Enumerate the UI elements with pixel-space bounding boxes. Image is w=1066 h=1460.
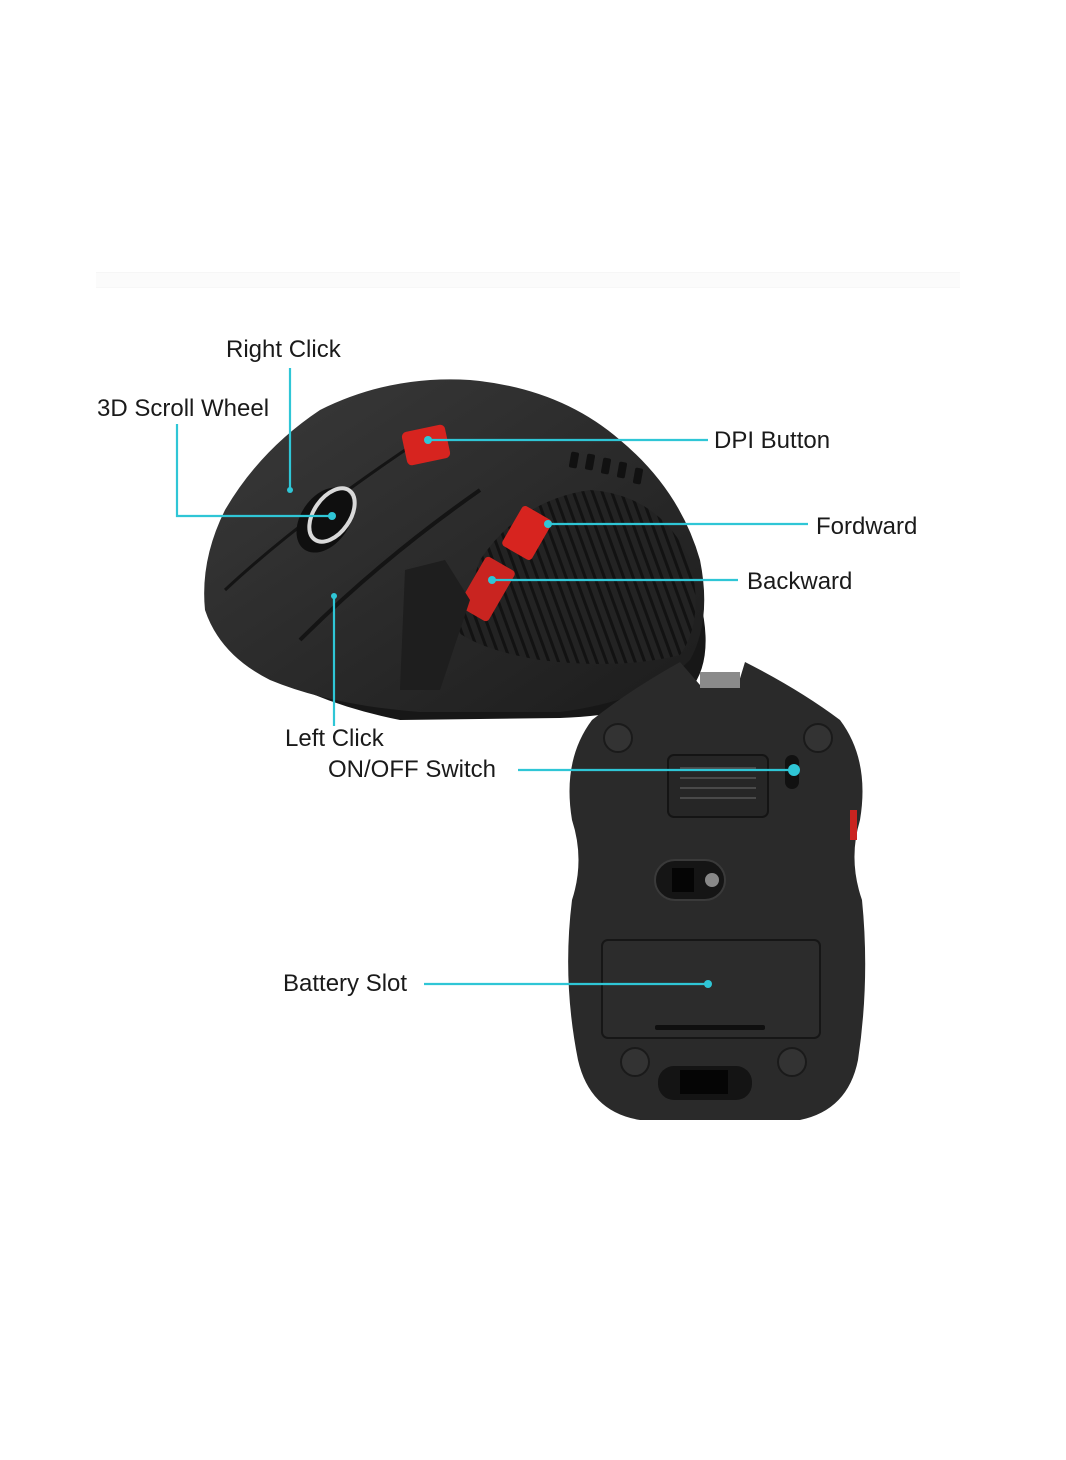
- callout-dots: [287, 436, 800, 988]
- mouse-bottom-view: [568, 662, 866, 1120]
- label-forward: Fordward: [816, 513, 918, 540]
- label-backward: Backward: [747, 568, 853, 595]
- callout-lines: [175, 368, 808, 986]
- label-dpi-button: DPI Button: [714, 427, 831, 454]
- label-left-click: Left Click: [285, 725, 384, 752]
- mouse-top-view: [204, 379, 706, 720]
- label-on-off-switch: ON/OFF Switch: [328, 756, 497, 783]
- background-band: [96, 272, 960, 288]
- label-scroll-wheel: 3D Scroll Wheel: [97, 395, 270, 422]
- label-right-click: Right Click: [226, 336, 341, 363]
- label-battery-slot: Battery Slot: [283, 970, 408, 997]
